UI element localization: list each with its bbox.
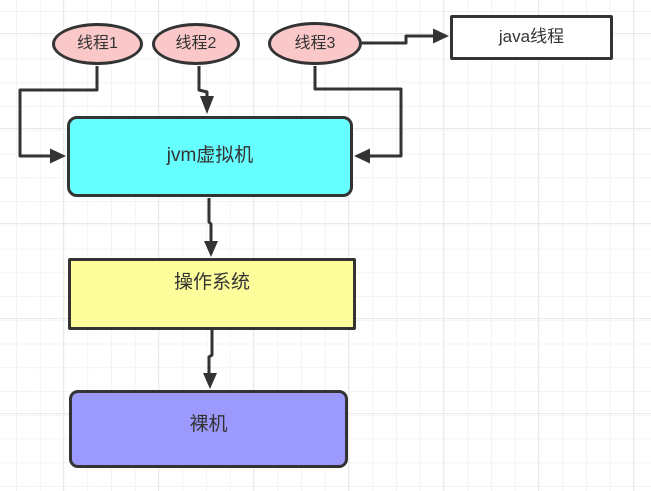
edge-thread2-to-jvm[interactable]: [197, 66, 214, 114]
node-thread2-label: 线程2: [175, 35, 217, 53]
node-thread2[interactable]: 线程2: [152, 23, 240, 65]
arrowhead-down-icon: [204, 241, 218, 257]
arrowhead-down-icon: [200, 96, 214, 114]
node-jvm[interactable]: jvm虚拟机: [67, 116, 353, 197]
arrowhead-left-icon: [354, 148, 370, 164]
arrowhead-right-icon: [50, 148, 66, 164]
arrowhead-down-icon: [203, 373, 217, 389]
node-thread1[interactable]: 线程1: [52, 23, 143, 65]
edge-thread3-to-java-thread[interactable]: [362, 28, 449, 45]
node-bare-machine-label: 裸机: [189, 413, 228, 435]
node-os[interactable]: 操作系统: [68, 258, 356, 330]
arrowhead-right-icon: [433, 28, 449, 44]
node-thread3[interactable]: 线程3: [268, 22, 362, 65]
node-bare-machine[interactable]: 裸机: [69, 390, 348, 468]
node-thread3-label: 线程3: [294, 34, 336, 52]
node-thread1-label: 线程1: [77, 35, 118, 53]
node-java-thread[interactable]: java线程: [450, 15, 613, 60]
node-java-thread-label: java线程: [498, 27, 565, 47]
edge-os-to-bare-machine[interactable]: [203, 330, 217, 389]
node-os-label: 操作系统: [173, 271, 250, 293]
node-jvm-label: jvm虚拟机: [166, 145, 254, 167]
edge-jvm-to-os[interactable]: [204, 198, 218, 257]
